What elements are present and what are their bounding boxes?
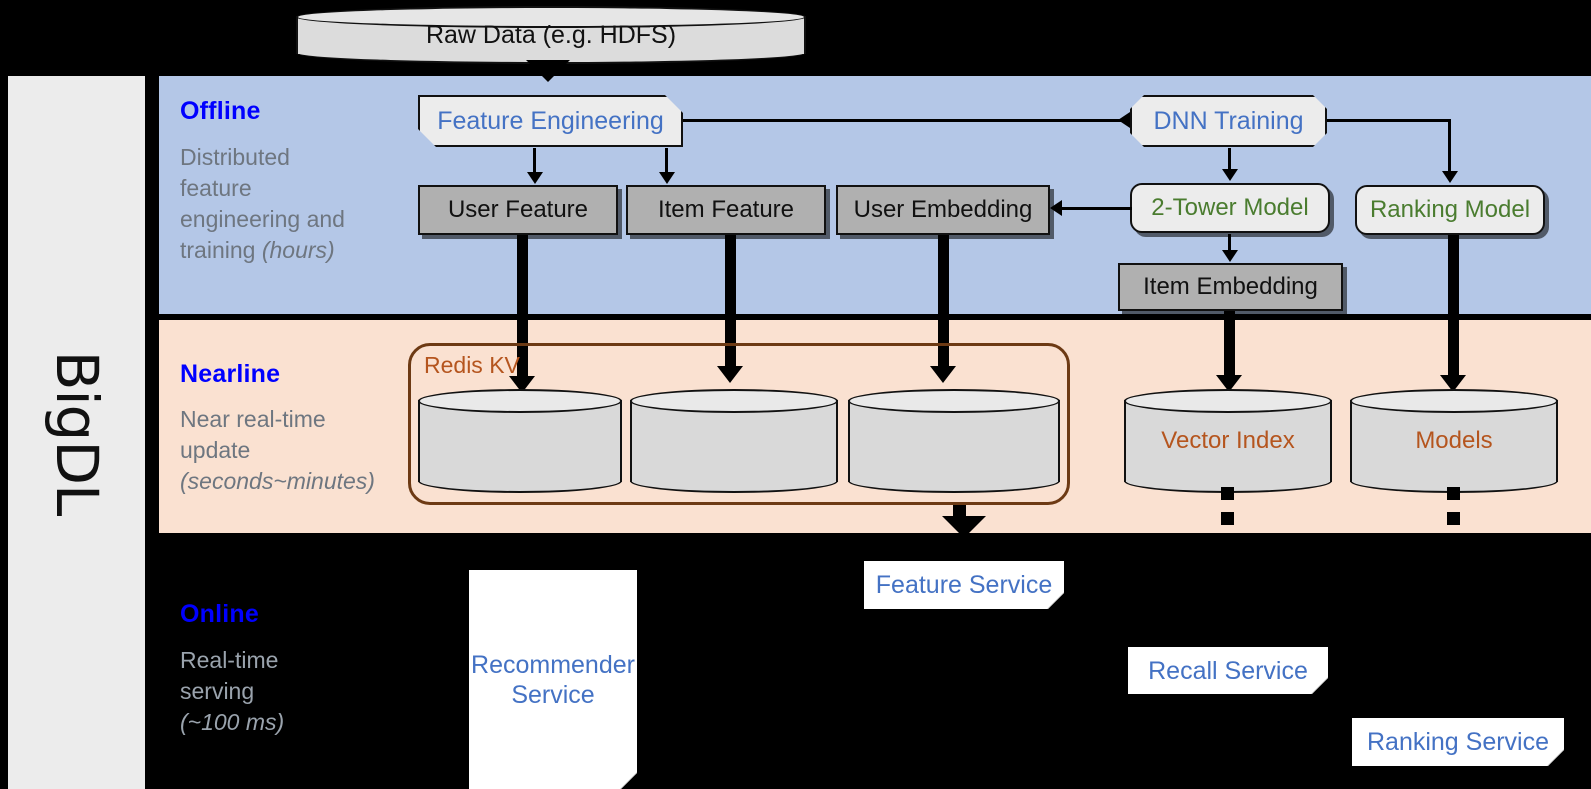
arrow-redis-featureservice-head	[942, 516, 986, 538]
dnn-training-node[interactable]: DNN Training	[1130, 95, 1327, 147]
cylinder-body	[848, 400, 1060, 482]
arrow-userembedding-store	[938, 235, 949, 370]
vector-index-store[interactable]: Vector Index	[1124, 389, 1332, 493]
cylinder-top	[1124, 389, 1332, 413]
arrow-itemfeature-store	[725, 235, 736, 370]
two-tower-model-label: 2-Tower Model	[1151, 193, 1309, 221]
models-store[interactable]: Models	[1350, 389, 1558, 493]
feature-engineering-label: Feature Engineering	[437, 107, 664, 135]
user-feature-node[interactable]: User Feature	[418, 185, 618, 235]
user-embedding-node[interactable]: User Embedding	[836, 185, 1050, 235]
item-embedding-node[interactable]: Item Embedding	[1118, 263, 1343, 311]
arrow-rankingmodel-models-head	[1440, 375, 1466, 392]
edge-fe-to-userfeature-head	[527, 172, 543, 184]
online-description: Real-time serving (~100 ms)	[180, 647, 285, 735]
vector-index-label: Vector Index	[1161, 427, 1295, 454]
edge-fe-to-itemfeature	[665, 148, 668, 173]
store-user-embedding[interactable]	[848, 389, 1060, 493]
bigdl-label: BigDL	[42, 350, 111, 515]
arrow-rawdata-fe-head	[526, 60, 570, 82]
offline-title: Offline	[180, 97, 261, 125]
item-feature-node[interactable]: Item Feature	[626, 185, 826, 235]
feature-service[interactable]: Feature Service	[864, 561, 1064, 609]
arrow-userfeature-store	[517, 235, 528, 380]
bigdl-sidebar: BigDL	[8, 76, 145, 789]
ranking-model-label: Ranking Model	[1369, 195, 1531, 223]
arrow-itemembedding-vectorindex	[1224, 311, 1235, 379]
feature-engineering-node[interactable]: Feature Engineering	[418, 95, 683, 147]
cylinder-body	[630, 400, 838, 482]
connector-models-ranking-b	[1447, 512, 1460, 525]
connector-redis-featureservice	[953, 505, 966, 518]
user-embedding-label: User Embedding	[853, 195, 1033, 223]
connector-vectorindex-recall-b	[1221, 512, 1234, 525]
item-embedding-label: Item Embedding	[1143, 272, 1318, 300]
ranking-model-node[interactable]: Ranking Model	[1355, 185, 1545, 235]
redis-kv-container[interactable]	[408, 343, 1070, 505]
recommender-service-label-1: Recommender	[471, 650, 635, 679]
cylinder-top	[848, 389, 1060, 413]
edge-fe-to-itemfeature-head	[659, 172, 675, 184]
edge-dnn-to-ranking-v	[1448, 119, 1451, 172]
user-feature-label: User Feature	[447, 195, 589, 223]
models-label: Models	[1415, 427, 1493, 454]
cylinder-top	[296, 6, 806, 28]
two-tower-model-node[interactable]: 2-Tower Model	[1130, 183, 1330, 233]
edge-fe-to-dnn	[683, 119, 1130, 122]
edge-dnn-to-ranking-h	[1327, 119, 1451, 122]
edge-twotower-to-userembedding	[1062, 207, 1132, 210]
arrow-itemfeature-store-head	[717, 366, 743, 383]
recall-service[interactable]: Recall Service	[1128, 647, 1328, 694]
recall-service-label: Recall Service	[1148, 656, 1308, 685]
raw-data-store[interactable]: Raw Data (e.g. HDFS)	[296, 6, 806, 64]
cylinder-body	[1350, 400, 1558, 482]
edge-dnn-to-twotower	[1228, 148, 1231, 170]
offline-description: Distributed feature engineering and trai…	[180, 144, 345, 263]
nearline-description: Near real-time update (seconds~minutes)	[180, 406, 375, 494]
recommender-service[interactable]: Recommender Service	[469, 570, 637, 789]
feature-service-label: Feature Service	[875, 571, 1053, 599]
ranking-service-label: Ranking Service	[1366, 728, 1550, 756]
store-user-feature[interactable]	[418, 389, 622, 493]
item-feature-label: Item Feature	[657, 195, 795, 223]
arrow-userembedding-store-head	[930, 366, 956, 383]
cylinder-top	[1350, 389, 1558, 413]
ranking-service[interactable]: Ranking Service	[1352, 718, 1564, 766]
edge-twotower-to-itemembedding	[1228, 234, 1231, 251]
raw-data-label: Raw Data (e.g. HDFS)	[425, 20, 677, 49]
edge-twotower-to-itemembedding-head	[1222, 250, 1238, 262]
edge-fe-to-userfeature	[533, 148, 536, 173]
redis-kv-label: Redis KV	[424, 352, 520, 378]
edge-dnn-to-ranking-head	[1442, 171, 1458, 183]
online-title: Online	[180, 600, 259, 628]
connector-vectorindex-recall-a	[1221, 487, 1234, 500]
cylinder-top	[630, 389, 838, 413]
nearline-title: Nearline	[180, 360, 281, 388]
edge-fe-to-dnn-head	[1118, 112, 1130, 128]
cylinder-body	[1124, 400, 1332, 482]
arrow-itemembedding-vectorindex-head	[1216, 375, 1242, 392]
cylinder-body	[418, 400, 622, 482]
dnn-training-label: DNN Training	[1153, 107, 1304, 135]
recommender-service-label-2: Service	[511, 680, 595, 709]
connector-models-ranking-a	[1447, 487, 1460, 500]
edge-dnn-to-twotower-head	[1222, 169, 1238, 181]
arrow-rankingmodel-models	[1448, 235, 1459, 379]
store-item-feature[interactable]	[630, 389, 838, 493]
cylinder-top	[418, 389, 622, 413]
edge-twotower-to-userembedding-head	[1050, 200, 1062, 216]
